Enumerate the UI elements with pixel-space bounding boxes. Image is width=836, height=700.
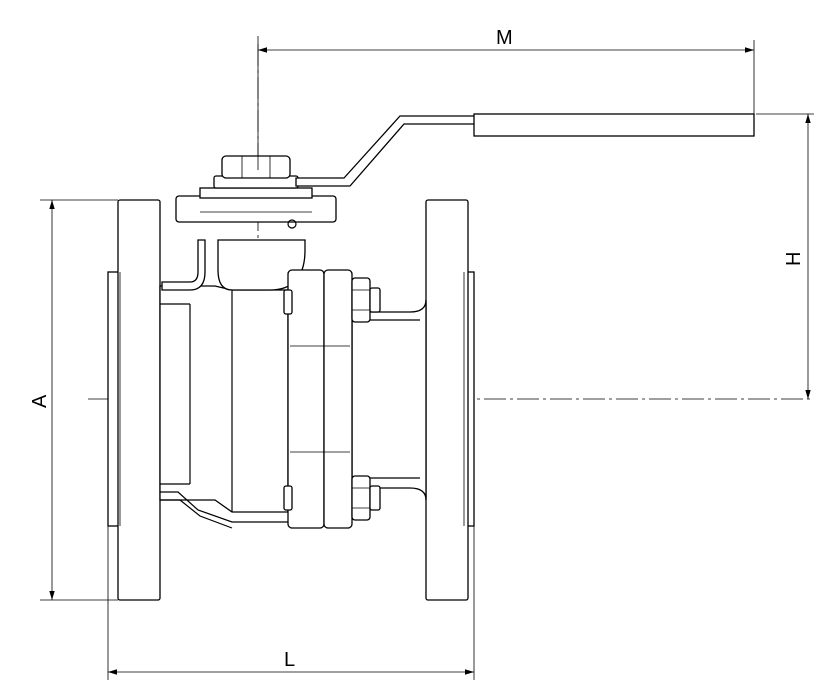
stem-nut: [213, 155, 299, 189]
left-flange: [107, 199, 161, 601]
dimension-label-l: L: [284, 649, 295, 671]
dimension-label-a: A: [29, 394, 51, 408]
right-flange: [425, 199, 475, 601]
valve-body: [159, 239, 306, 529]
body-end-piece: [351, 299, 427, 501]
mounting-pad: [175, 187, 337, 229]
lever-handle: [295, 113, 755, 187]
dimension-label-h: H: [783, 252, 805, 266]
dimension-label-m: M: [496, 27, 513, 49]
body-joint-flanges: [283, 269, 353, 529]
dimension-lines: [49, 47, 811, 675]
lower-bolt: [351, 475, 381, 521]
upper-bolt: [351, 277, 381, 323]
